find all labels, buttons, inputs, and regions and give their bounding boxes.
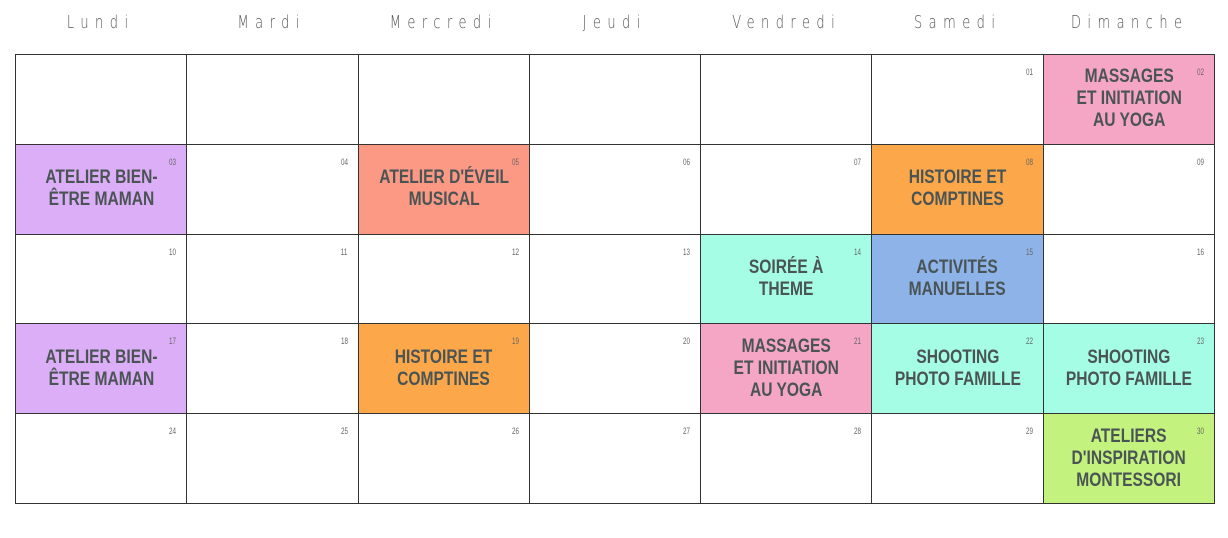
event-label: ACTIVITÉS MANUELLES	[909, 256, 1007, 300]
calendar-day-cell[interactable]: 24	[16, 414, 188, 504]
day-number: 30	[1196, 426, 1204, 437]
calendar-day-cell[interactable]: 25	[187, 414, 359, 504]
event-label: SOIRÉE À THEME	[749, 256, 824, 300]
event-label: HISTOIRE ET COMPTINES	[908, 167, 1007, 211]
calendar-day-cell[interactable]: 27	[529, 414, 702, 504]
day-number: 27	[683, 426, 691, 437]
day-number: 14	[854, 246, 862, 257]
day-number: 22	[1025, 336, 1033, 347]
event-label: ATELIER BIEN- ÊTRE MAMAN	[45, 346, 158, 390]
calendar-event-cell[interactable]: 21 MASSAGES ET INITIATION AU YOGA	[701, 324, 873, 415]
weekday-label-sunday: Dimanche	[1070, 12, 1189, 33]
day-number: 15	[1025, 246, 1033, 257]
day-number: 25	[340, 426, 348, 437]
event-label: MASSAGES ET INITIATION AU YOGA	[733, 335, 839, 401]
day-number: 01	[1025, 67, 1033, 77]
day-number: 04	[340, 156, 348, 167]
event-label: HISTOIRE ET COMPTINES	[394, 346, 493, 390]
weekday-label-friday: Vendredi	[731, 12, 841, 33]
event-label: ATELIERS D'INSPIRATION MONTESSORI	[1071, 425, 1186, 491]
day-number: 06	[683, 156, 691, 167]
calendar-day-cell[interactable]: 18	[187, 324, 359, 415]
day-number: 19	[511, 336, 519, 347]
day-number: 23	[1196, 336, 1204, 347]
event-label: MASSAGES ET INITIATION AU YOGA	[1076, 66, 1182, 132]
weekday-label-saturday: Samedi	[914, 12, 1002, 33]
day-number: 20	[683, 336, 691, 347]
calendar-day-cell[interactable]: 06	[529, 144, 702, 235]
calendar-day-cell[interactable]: 16	[1043, 234, 1215, 325]
event-label: SHOOTING PHOTO FAMILLE	[1065, 346, 1192, 390]
event-label: ATELIER BIEN- ÊTRE MAMAN	[45, 167, 158, 211]
calendar-day-cell[interactable]: 07	[701, 144, 873, 235]
calendar-event-cell[interactable]: 02 MASSAGES ET INITIATION AU YOGA	[1043, 55, 1215, 145]
calendar-day-cell[interactable]: 10	[16, 234, 188, 325]
calendar-day-cell[interactable]: 12	[358, 234, 530, 325]
day-number: 12	[511, 246, 519, 257]
calendar-event-cell[interactable]: 30 ATELIERS D'INSPIRATION MONTESSORI	[1043, 414, 1215, 504]
calendar-day-cell[interactable]: 11	[187, 234, 359, 325]
day-number: 03	[169, 156, 177, 167]
calendar-day-cell[interactable]: 29	[872, 414, 1044, 504]
calendar-day-cell[interactable]: 13	[529, 234, 702, 325]
calendar-day-cell[interactable]	[187, 55, 359, 145]
calendar-day-cell[interactable]: 28	[701, 414, 873, 504]
day-number: 28	[854, 426, 862, 437]
day-number: 17	[169, 336, 177, 347]
calendar-day-cell[interactable]: 26	[358, 414, 530, 504]
calendar-day-cell[interactable]: 01	[872, 55, 1044, 145]
day-number: 09	[1196, 156, 1204, 167]
day-number: 16	[1196, 246, 1204, 257]
day-number: 07	[854, 156, 862, 167]
calendar-day-cell[interactable]	[16, 55, 188, 145]
calendar-day-cell[interactable]	[358, 55, 530, 145]
calendar-day-cell[interactable]	[529, 55, 702, 145]
event-label: ATELIER D'ÉVEIL MUSICAL	[378, 167, 509, 211]
day-number: 10	[169, 246, 177, 257]
day-number: 08	[1025, 156, 1033, 167]
day-number: 21	[854, 336, 862, 347]
calendar-day-cell[interactable]	[701, 55, 873, 145]
calendar-day-cell[interactable]: 04	[187, 144, 359, 235]
day-number: 05	[511, 156, 519, 167]
day-number: 18	[340, 336, 348, 347]
event-label: SHOOTING PHOTO FAMILLE	[894, 346, 1021, 390]
weekday-label-thursday: Jeudi	[582, 12, 648, 33]
weekday-label-tuesday: Mardi	[237, 12, 307, 33]
weekday-label-wednesday: Mercredi	[389, 12, 498, 33]
calendar-day-cell[interactable]: 09	[1043, 144, 1215, 235]
day-number: 24	[169, 426, 177, 437]
day-number: 11	[341, 246, 348, 257]
day-number: 26	[511, 426, 519, 437]
weekday-header-row: Lundi Mardi Mercredi Jeudi Vendredi Same…	[15, 8, 1215, 38]
weekday-label-monday: Lundi	[66, 12, 135, 33]
day-number: 13	[683, 246, 691, 257]
calendar-day-cell[interactable]: 20	[529, 324, 702, 415]
day-number: 02	[1196, 67, 1204, 77]
day-number: 29	[1025, 426, 1033, 437]
